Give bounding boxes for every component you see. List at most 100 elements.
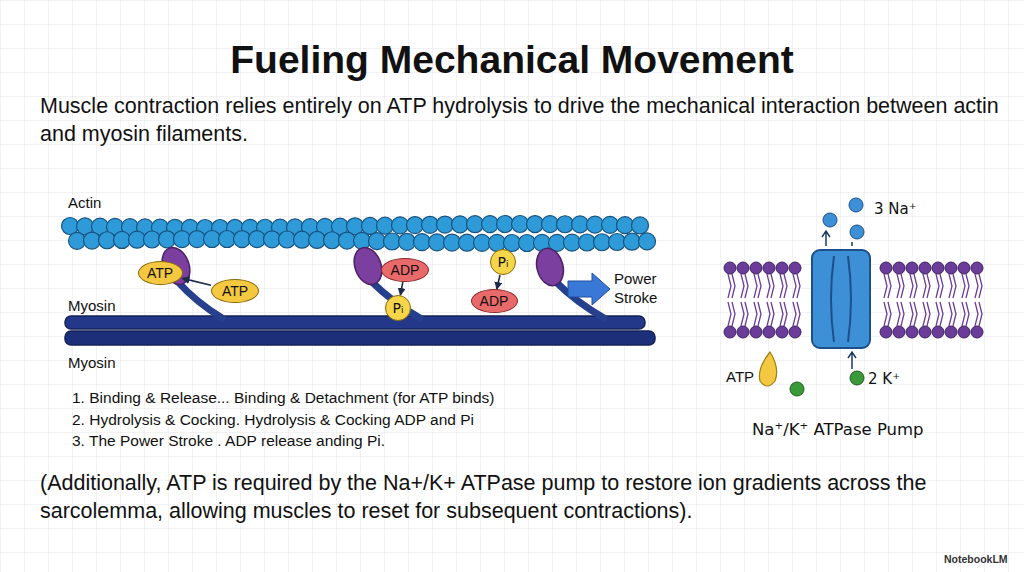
molecule-oval: ATP — [138, 261, 183, 285]
sodium-ion — [850, 225, 864, 239]
pump-channel-lines — [831, 256, 851, 342]
lipid-tail — [923, 274, 930, 298]
lipid-head — [880, 262, 892, 274]
lipid-tail — [936, 302, 943, 326]
lipid-head — [932, 262, 944, 274]
lipid-head — [906, 326, 918, 338]
sodium-potassium-pump — [724, 198, 983, 396]
reaction-arrow — [400, 282, 402, 295]
lipid-head — [789, 326, 801, 338]
molecule-label: ADP — [391, 262, 420, 278]
lipid-tail — [949, 274, 956, 298]
lipid-tail — [793, 302, 800, 326]
list-item: 1. Binding & Release... Binding & Detach… — [72, 389, 494, 408]
lipid-head — [971, 262, 983, 274]
lipid-tail — [897, 302, 904, 326]
molecule-label: Pᵢ — [498, 254, 509, 270]
list-item: 2. Hydrolysis & Cocking. Hydrolysis & Co… — [72, 411, 474, 430]
myosin-head — [533, 245, 568, 288]
lipid-tail — [962, 274, 969, 298]
actin-bead — [632, 217, 649, 234]
lipid-tail — [780, 302, 787, 326]
lipid-tail — [975, 302, 982, 326]
lipid-head — [880, 326, 892, 338]
lipid-head — [737, 326, 749, 338]
lipid-head — [724, 262, 736, 274]
ion-label: 3 Na⁺ — [874, 200, 917, 218]
myosin-bar — [65, 331, 655, 345]
part-label: Na⁺/K⁺ ATPase Pump — [752, 420, 924, 440]
molecule-label: ATP — [222, 283, 248, 299]
power-stroke-arrow — [568, 273, 610, 305]
lipid-tail — [728, 274, 735, 298]
list-item: 3. The Power Stroke . ADP release anding… — [72, 432, 385, 451]
lipid-head — [945, 326, 957, 338]
lipid-head — [724, 326, 736, 338]
lipid-head — [958, 326, 970, 338]
lipid-tail — [975, 274, 982, 298]
lipid-head — [789, 262, 801, 274]
phosphate-circle: Pᵢ — [385, 295, 411, 321]
title: Fueling Mechanical Movement — [0, 38, 1024, 82]
sodium-ion — [849, 198, 863, 212]
part-label: Myosin — [68, 354, 116, 372]
lipid-head — [919, 326, 931, 338]
potassium-ion — [850, 371, 864, 385]
lipid-head — [958, 262, 970, 274]
watermark: NotebookLM — [944, 553, 1008, 566]
ion-label: 2 K⁺ — [868, 370, 900, 388]
ion-flow-arrow — [822, 231, 852, 246]
phosphate-circle: Pᵢ — [490, 249, 516, 275]
lipid-tail — [780, 274, 787, 298]
lipid-head — [776, 326, 788, 338]
reaction-arrow — [183, 278, 212, 285]
lipid-head — [945, 262, 957, 274]
part-label: Myosin — [68, 297, 116, 315]
lipid-head — [893, 326, 905, 338]
lipid-tail — [884, 274, 891, 298]
myosin-neck — [372, 282, 420, 318]
lipid-tail — [754, 302, 761, 326]
lipid-tail — [884, 302, 891, 326]
lipid-head — [737, 262, 749, 274]
molecule-oval: ATP — [211, 279, 259, 303]
lipid-tail — [897, 274, 904, 298]
actin-filament — [62, 216, 656, 252]
molecule-label: ATP — [147, 265, 173, 281]
lipid-tail — [741, 274, 748, 298]
myosin-filament — [65, 244, 655, 345]
lipid-head — [932, 326, 944, 338]
lipid-tail — [767, 274, 774, 298]
lipid-tail — [910, 274, 917, 298]
part-label: Actin — [68, 194, 101, 212]
lipid-head — [893, 262, 905, 274]
lipid-tail — [910, 302, 917, 326]
actin-bead — [639, 233, 656, 250]
lipid-tail — [936, 274, 943, 298]
lipid-head — [776, 262, 788, 274]
molecule-label: Pᵢ — [393, 300, 404, 316]
lipid-tail — [741, 302, 748, 326]
intro-text: Muscle contraction relies entirely on AT… — [40, 93, 1000, 149]
lipid-head — [919, 262, 931, 274]
lipid-tail — [754, 274, 761, 298]
lipid-head — [750, 326, 762, 338]
lipid-tail — [767, 302, 774, 326]
molecule-oval: ADP — [471, 289, 518, 313]
molecule-label: ADP — [480, 293, 509, 309]
potassium-ion — [790, 382, 804, 396]
lipid-tail — [962, 302, 969, 326]
lipid-head — [763, 326, 775, 338]
lipid-head — [763, 262, 775, 274]
part-label: Power Stroke — [614, 270, 684, 308]
atp-drop — [759, 352, 776, 386]
pump-channel — [812, 250, 870, 348]
lipid-head — [971, 326, 983, 338]
lipid-head — [906, 262, 918, 274]
lipid-tail — [728, 302, 735, 326]
lipid-tail — [949, 302, 956, 326]
note-text: (Additionally, ATP is required by the Na… — [40, 470, 940, 526]
molecule-oval: ADP — [381, 258, 429, 282]
part-label: ATP — [726, 368, 754, 386]
